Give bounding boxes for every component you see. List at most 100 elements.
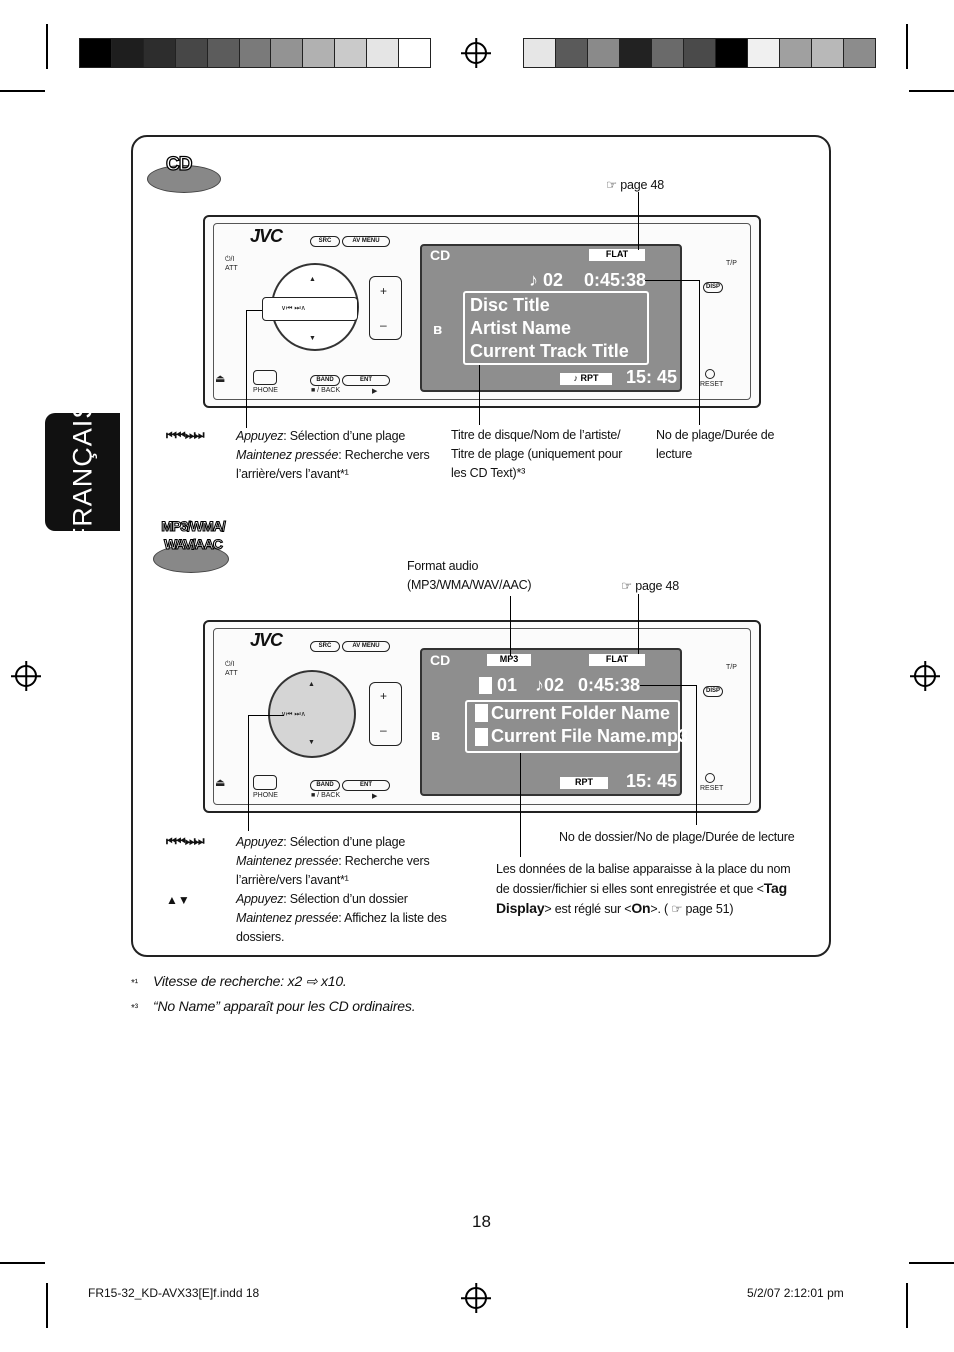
crop-mark xyxy=(906,1283,908,1328)
elapsed-time: 0:45:38 xyxy=(584,270,647,290)
att-label: ATT xyxy=(225,265,238,272)
band-button[interactable]: BAND xyxy=(310,375,340,386)
color-swatch xyxy=(587,38,620,68)
color-swatch xyxy=(523,38,556,68)
prev-next-icon[interactable]: ∨⏮ ⏭∧ xyxy=(281,711,306,718)
prev-next-icon: ∨⏮ ⏭∧ xyxy=(281,305,306,312)
av-menu-button[interactable]: AV MENU xyxy=(342,236,390,247)
cd-badge: CD xyxy=(165,153,193,175)
volume-rocker[interactable] xyxy=(369,682,402,746)
volume-down-button[interactable]: – xyxy=(380,318,387,332)
phone-button[interactable] xyxy=(253,775,277,790)
content-frame xyxy=(131,135,831,957)
bluetooth-icon: ʙ xyxy=(433,321,443,338)
phone-label: PHONE xyxy=(253,387,278,394)
color-swatch xyxy=(811,38,844,68)
av-menu-button[interactable]: AV MENU xyxy=(342,641,390,652)
volume-up-button[interactable]: + xyxy=(380,689,388,703)
reset-label: RESET xyxy=(700,785,724,792)
disp-button[interactable]: DISP xyxy=(703,282,723,293)
control-dial[interactable] xyxy=(268,670,356,758)
source-label: CD xyxy=(430,652,451,668)
phone-button[interactable] xyxy=(253,370,277,385)
volume-rocker[interactable] xyxy=(369,276,402,340)
color-swatch xyxy=(110,38,144,68)
crop-mark xyxy=(909,1262,954,1264)
folder-name: Current Folder Name xyxy=(491,703,671,723)
color-swatch xyxy=(366,38,400,68)
volume-down-button[interactable]: – xyxy=(380,723,387,737)
registration-mark-icon xyxy=(465,1287,487,1309)
track-number: ♪ 02 xyxy=(529,270,564,290)
color-swatch xyxy=(747,38,780,68)
disc-title: Disc Title xyxy=(470,295,550,315)
registration-mark-icon xyxy=(15,665,37,687)
phone-label: PHONE xyxy=(253,792,278,799)
color-swatch xyxy=(142,38,176,68)
reset-button[interactable] xyxy=(705,773,715,783)
crop-mark xyxy=(46,24,48,69)
callout-tag-display: Les données de la balise apparaisse à la… xyxy=(496,862,791,916)
volume-up-button[interactable]: + xyxy=(380,284,388,298)
up-icon[interactable]: ▲ xyxy=(308,681,315,688)
crop-mark xyxy=(906,24,908,69)
disp-button[interactable]: DISP xyxy=(703,686,723,697)
artist-name: Artist Name xyxy=(470,318,572,338)
src-button[interactable]: SRC xyxy=(310,641,340,652)
cd-disc-icon xyxy=(147,165,221,193)
eject-icon[interactable]: ⏏ xyxy=(215,373,226,385)
eq-tag: FLAT xyxy=(589,654,645,666)
mp3-disc-icon xyxy=(153,545,229,573)
color-swatch xyxy=(651,38,684,68)
registration-mark-icon xyxy=(914,665,936,687)
folder-arrows-icon: ▲▼ xyxy=(166,893,190,907)
callout-cd-text: Titre de disque/Nom de l’artiste/ Titre … xyxy=(451,428,623,480)
repeat-tag: ♪ RPT xyxy=(560,373,612,385)
folder-icon xyxy=(479,677,492,694)
src-button[interactable]: SRC xyxy=(310,236,340,247)
up-icon[interactable]: ▲ xyxy=(309,276,316,283)
skip-buttons-icon: ⏮⏮ ⏭⏭ xyxy=(166,834,205,848)
bluetooth-icon: ʙ xyxy=(431,727,441,744)
callout-buttons-cd: Appuyez: Sélection d’une plage Maintenez… xyxy=(236,429,430,481)
color-swatch xyxy=(334,38,368,68)
color-swatch xyxy=(238,38,272,68)
eq-tag: FLAT xyxy=(589,249,645,261)
callout-track-time: No de plage/Durée de lecture xyxy=(656,428,775,461)
color-swatch xyxy=(779,38,812,68)
eject-icon[interactable]: ⏏ xyxy=(215,777,226,789)
tp-label: T/P xyxy=(726,664,737,671)
page-ref: ☞ page 48 xyxy=(606,178,665,192)
ent-button[interactable]: ENT xyxy=(342,375,390,386)
ent-button[interactable]: ENT xyxy=(342,780,390,791)
play-label: ▶ xyxy=(372,793,378,800)
color-swatch xyxy=(555,38,588,68)
format-tag: MP3 xyxy=(487,654,531,666)
band-button[interactable]: BAND xyxy=(310,780,340,791)
back-label: ■ / BACK xyxy=(311,387,341,394)
mp3-badge: MP3/WMA/ WAV/AAC xyxy=(161,517,227,552)
down-icon[interactable]: ▼ xyxy=(309,335,316,342)
callout-folder-track-time: No de dossier/No de plage/Durée de lectu… xyxy=(559,830,795,844)
prev-next-button[interactable] xyxy=(262,297,358,321)
clock: 15: 45 xyxy=(626,367,678,387)
track-number: ♪02 xyxy=(535,675,565,695)
language-tab: FRANÇAIS xyxy=(45,400,120,544)
crop-mark xyxy=(46,1283,48,1328)
play-label: ▶ xyxy=(372,388,378,395)
file-text-box xyxy=(465,700,680,753)
down-icon[interactable]: ▼ xyxy=(308,739,315,746)
power-label: ⏻/I xyxy=(225,661,235,668)
color-swatch xyxy=(270,38,304,68)
brand-logo: JVC xyxy=(250,226,283,246)
color-swatch xyxy=(174,38,208,68)
footer-date: 5/2/07 2:12:01 pm xyxy=(747,1286,844,1300)
color-swatch xyxy=(683,38,716,68)
crop-mark xyxy=(0,90,45,92)
clock: 15: 45 xyxy=(626,771,678,791)
reset-button[interactable] xyxy=(705,369,715,379)
back-label: ■ / BACK xyxy=(311,792,341,799)
folder-number: 01 xyxy=(497,675,518,695)
elapsed-time: 0:45:38 xyxy=(578,675,641,695)
